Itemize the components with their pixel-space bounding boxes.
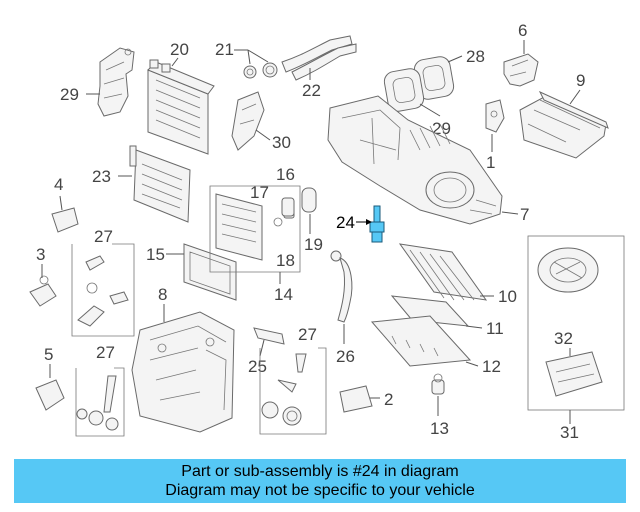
callout-15: 15	[146, 245, 165, 264]
parts-diagram: 29 20 21 22 28 29 6	[29, 21, 625, 442]
callout-2: 2	[384, 390, 393, 409]
part-30-bracket	[97, 47, 135, 117]
info-banner: Part or sub-assembly is #24 in diagram D…	[14, 459, 626, 503]
part-27-kit-left	[71, 243, 135, 337]
callout-12: 12	[482, 357, 501, 376]
callout-13: 13	[430, 419, 449, 438]
callout-16: 16	[276, 165, 295, 184]
part-19-seal	[301, 187, 317, 213]
part-32-blower-box	[527, 235, 625, 411]
callout-3: 3	[36, 245, 45, 264]
callout-11: 11	[486, 319, 504, 338]
part-25-sensor	[253, 327, 285, 345]
part-5-actuator	[35, 379, 65, 411]
callout-23: 23	[92, 167, 111, 186]
callout-21: 21	[215, 40, 234, 59]
part-33-resistor	[545, 351, 603, 397]
part-13-grommet	[431, 373, 445, 395]
callout-5: 5	[44, 345, 53, 364]
callout-19: 19	[304, 235, 323, 254]
part-1-actuator	[485, 99, 505, 133]
part-20-heater-core	[147, 59, 215, 155]
part-31-bracket	[231, 91, 265, 151]
callout-1: 1	[486, 153, 495, 172]
callout-28: 28	[466, 47, 485, 66]
part-main-hvac-housing	[327, 95, 503, 225]
part-27-kit-bottom-left	[75, 367, 125, 437]
callout-17: 17	[250, 183, 269, 202]
callout-6: 6	[518, 21, 527, 40]
callout-8: 8	[158, 285, 167, 304]
part-24-sensor	[369, 205, 385, 243]
part-23-evaporator	[129, 145, 191, 223]
part-27-kit-center	[259, 347, 327, 435]
part-12-cover	[370, 315, 472, 367]
callout-9: 9	[576, 71, 585, 90]
callout-29: 29	[432, 119, 451, 138]
part-10-filter-element	[398, 243, 488, 301]
banner-line-2: Diagram may not be specific to your vehi…	[165, 482, 475, 499]
callout-18: 18	[276, 251, 295, 270]
callout-33: 32	[554, 329, 573, 348]
part-21-seals	[243, 62, 278, 79]
callout-24: 24	[336, 213, 355, 232]
callout-31: 30	[272, 133, 291, 152]
callout-4: 4	[54, 175, 63, 194]
callout-27-center: 27	[298, 325, 317, 344]
callout-22: 22	[302, 81, 321, 100]
part-6-bracket	[503, 53, 539, 87]
callout-26: 26	[336, 347, 355, 366]
part-8-lower-housing	[131, 311, 235, 433]
callout-27-bottom-left: 27	[96, 343, 115, 362]
callout-10: 10	[498, 287, 517, 306]
callout-14: 14	[274, 285, 293, 304]
callout-20: 20	[170, 40, 189, 59]
callout-30: 29	[60, 85, 79, 104]
part-16-valve	[281, 197, 295, 217]
callout-25: 25	[248, 357, 267, 376]
part-22-pipes	[281, 35, 357, 81]
callout-32: 31	[560, 423, 579, 442]
part-3-actuator	[29, 275, 57, 307]
part-4-sensor	[51, 207, 79, 233]
part-26-hose	[330, 250, 353, 323]
part-29-gasket	[383, 68, 425, 112]
callout-27-left: 27	[94, 227, 113, 246]
callout-7: 7	[520, 205, 529, 224]
part-9-filter-housing	[519, 90, 609, 159]
banner-line-1: Part or sub-assembly is #24 in diagram	[181, 463, 459, 480]
part-2-actuator	[339, 385, 373, 413]
